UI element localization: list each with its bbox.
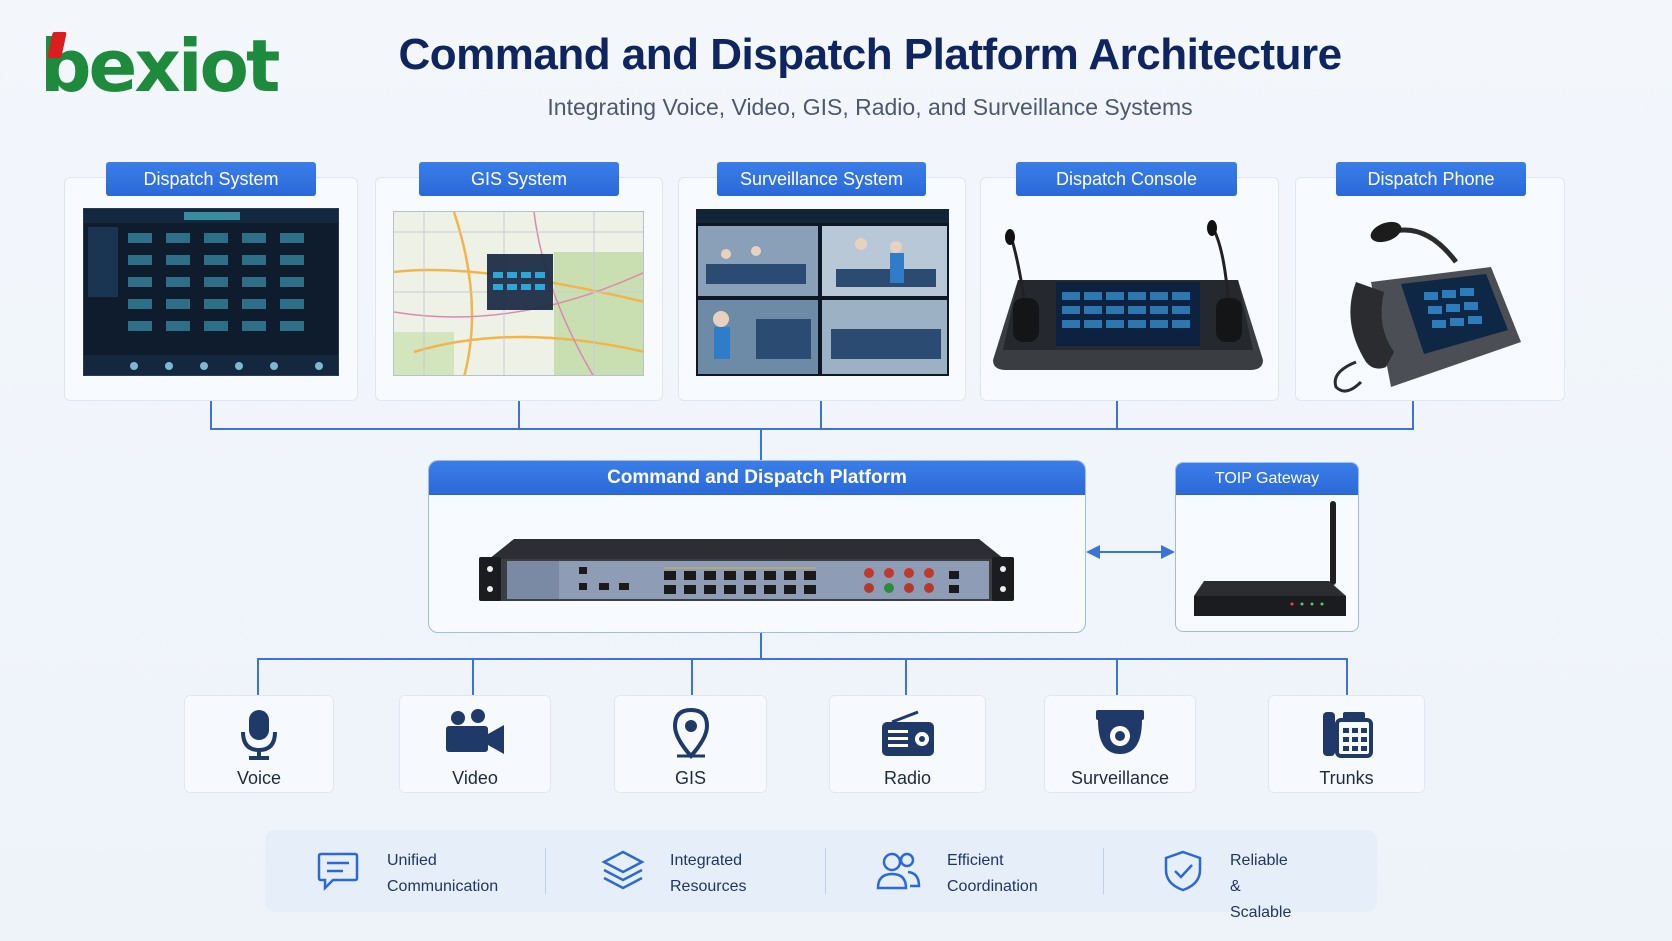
- module-label: Voice: [236, 768, 282, 788]
- feature-line1: Reliable &: [1230, 852, 1288, 895]
- module-label: GIS: [674, 768, 706, 788]
- gateway-title: TOIP Gateway: [1176, 463, 1358, 495]
- feature-divider: [545, 848, 546, 894]
- brand-logo: bexiot: [40, 30, 280, 110]
- video-camera-icon: [446, 709, 504, 754]
- feature-line1: Efficient: [947, 852, 1004, 869]
- page-title: Command and Dispatch Platform Architectu…: [398, 30, 1342, 79]
- office-phone-icon: [1322, 712, 1373, 758]
- gateway-box[interactable]: TOIP Gateway: [1175, 462, 1359, 632]
- arrow-left: [1086, 545, 1100, 559]
- cctv-video-wall: [696, 209, 949, 376]
- module-label: Radio: [883, 768, 932, 788]
- module-radio[interactable]: Radio: [829, 695, 986, 793]
- module-surveillance[interactable]: Surveillance: [1044, 695, 1196, 793]
- feature-line2: Communication: [387, 878, 499, 895]
- map-pin-icon: [672, 707, 709, 760]
- module-gis[interactable]: GIS: [614, 695, 767, 793]
- feature-line2: Resources: [670, 878, 747, 895]
- module-trunks[interactable]: Trunks: [1268, 695, 1425, 793]
- platform-title: Command and Dispatch Platform: [429, 461, 1085, 495]
- feature-line1: Integrated: [670, 852, 743, 869]
- feature-line2: Scalable: [1230, 904, 1292, 921]
- module-label: Video: [452, 768, 498, 788]
- desk-phone-device: [1316, 212, 1526, 397]
- gateway-router: [1184, 493, 1354, 631]
- radio-icon: [881, 710, 934, 756]
- dome-camera-icon: [1096, 710, 1144, 754]
- tag-dispatch-system: Dispatch System: [106, 162, 316, 196]
- dispatch-software-screen: [83, 208, 339, 376]
- feature-divider: [825, 848, 826, 894]
- page-subtitle: Integrating Voice, Video, GIS, Radio, an…: [547, 94, 1193, 120]
- feature-divider: [1103, 848, 1104, 894]
- tag-surveillance-system: Surveillance System: [717, 162, 926, 196]
- module-label: Surveillance: [1070, 768, 1170, 788]
- map-screen: [393, 211, 644, 376]
- shield-check-icon: [1164, 850, 1202, 892]
- microphone-icon: [241, 710, 277, 760]
- top-bus-line: [210, 401, 1414, 430]
- users-icon: [876, 852, 921, 890]
- module-label: Trunks: [1319, 768, 1374, 788]
- logo-wordmark: bexiot: [40, 24, 280, 108]
- feature-line2: Coordination: [947, 878, 1038, 895]
- rack-server: [479, 521, 1039, 616]
- feature-line1: Unified: [387, 852, 437, 869]
- chat-bubble-icon: [317, 852, 359, 892]
- bottom-bus-line: [257, 658, 1348, 695]
- tag-gis-system: GIS System: [419, 162, 619, 196]
- platform-box[interactable]: Command and Dispatch Platform: [428, 460, 1086, 633]
- dispatch-console-device: [988, 220, 1268, 380]
- module-voice[interactable]: Voice: [184, 695, 334, 793]
- arrow-right: [1161, 545, 1175, 559]
- tag-dispatch-phone: Dispatch Phone: [1336, 162, 1526, 196]
- layers-icon: [601, 850, 645, 890]
- tag-dispatch-console: Dispatch Console: [1016, 162, 1237, 196]
- module-video[interactable]: Video: [399, 695, 551, 793]
